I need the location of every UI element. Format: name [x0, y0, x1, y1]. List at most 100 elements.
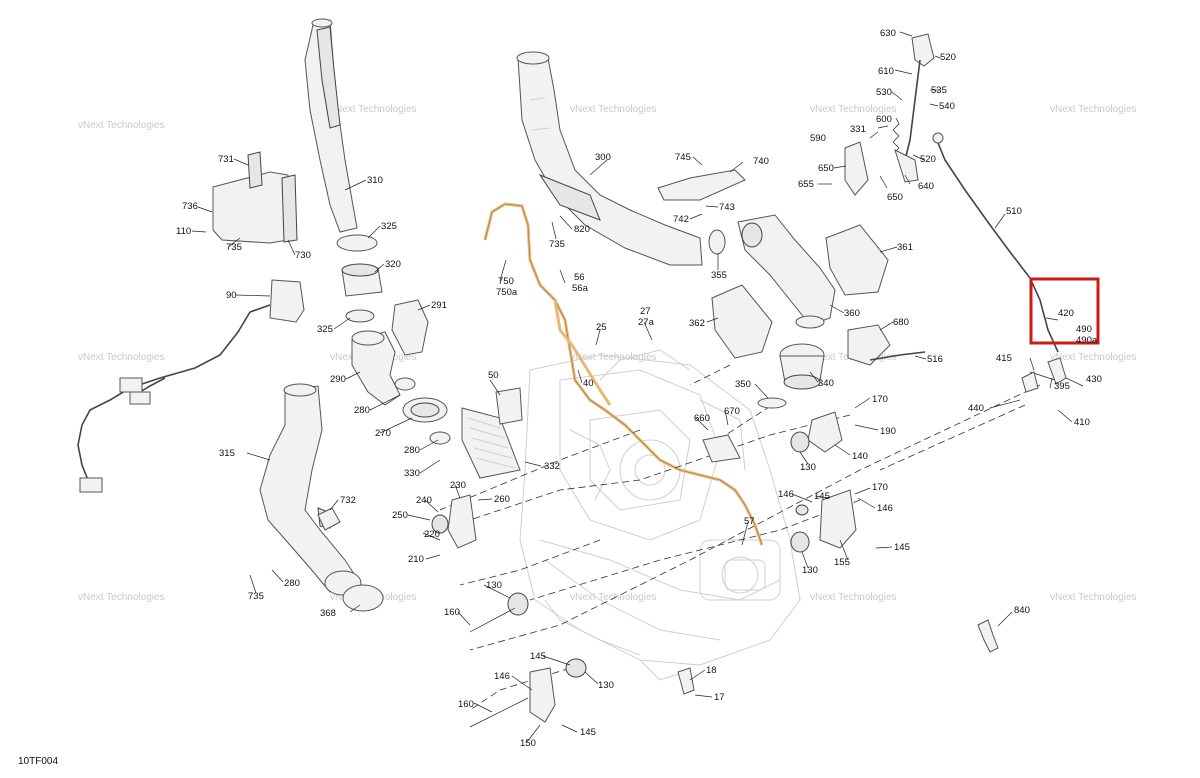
- callout-145b: 145: [894, 542, 910, 553]
- callout-labels: 630 520 610 535 530 540 600 331 590 520 …: [176, 28, 1102, 749]
- watermark: vNext Technologies: [78, 120, 165, 131]
- hose-840: [977, 619, 999, 653]
- heat-shield-361: [825, 224, 889, 296]
- callout-680: 680: [893, 317, 909, 328]
- callout-160: 160: [444, 607, 460, 618]
- watermark: vNext Technologies: [570, 592, 657, 603]
- callout-220: 220: [424, 529, 440, 540]
- callout-291: 291: [431, 300, 447, 311]
- callout-146b: 146: [877, 503, 893, 514]
- bracket-660: [702, 434, 741, 463]
- callout-57: 57: [744, 516, 755, 527]
- callout-270: 270: [375, 428, 391, 439]
- callout-540: 540: [939, 101, 955, 112]
- callout-750: 750: [498, 276, 514, 287]
- callout-650: 650: [818, 163, 834, 174]
- watermark: vNext Technologies: [810, 104, 897, 115]
- callout-25: 25: [596, 322, 607, 333]
- rubber-boot-320: [341, 263, 383, 297]
- watermark: vNext Technologies: [1050, 352, 1137, 363]
- callout-260: 260: [494, 494, 510, 505]
- callout-325: 325: [381, 221, 397, 232]
- bracket-740: [657, 169, 746, 201]
- callout-640: 640: [918, 181, 934, 192]
- bolts: [469, 371, 1056, 728]
- callout-535: 535: [931, 85, 947, 96]
- callout-56: 56: [574, 272, 585, 283]
- lever-17: [677, 667, 695, 695]
- callout-240: 240: [416, 495, 432, 506]
- rod-end-395: [1021, 357, 1067, 393]
- callout-361: 361: [897, 242, 913, 253]
- callout-420: 420: [1058, 308, 1074, 319]
- callout-40: 40: [583, 378, 594, 389]
- hose-clamp-325: [336, 234, 378, 323]
- engine-mount-140: [790, 411, 843, 453]
- callout-610: 610: [878, 66, 894, 77]
- radiator-core: [461, 407, 521, 479]
- callout-736: 736: [182, 201, 198, 212]
- callout-315: 315: [219, 448, 235, 459]
- callout-280b: 280: [404, 445, 420, 456]
- watermark: vNext Technologies: [810, 592, 897, 603]
- callout-660: 660: [694, 413, 710, 424]
- callout-735c: 735: [248, 591, 264, 602]
- wiring-harness: [483, 202, 764, 546]
- callout-735: 735: [549, 239, 565, 250]
- callout-145c: 145: [530, 651, 546, 662]
- callout-520b: 520: [920, 154, 936, 165]
- callout-330: 330: [404, 468, 420, 479]
- callout-731: 731: [218, 154, 234, 165]
- callout-17: 17: [714, 692, 725, 703]
- callout-160b: 160: [458, 699, 474, 710]
- callout-18: 18: [706, 665, 717, 676]
- callout-145d: 145: [580, 727, 596, 738]
- intake-duct-290: [351, 299, 451, 445]
- callout-332: 332: [544, 461, 560, 472]
- callout-230: 230: [450, 480, 466, 491]
- plenum-360: [737, 214, 836, 329]
- callout-170: 170: [872, 394, 888, 405]
- shift-spring-600: [892, 117, 900, 153]
- intake-tube-310: [304, 18, 358, 233]
- callout-650b: 650: [887, 192, 903, 203]
- callout-742: 742: [673, 214, 689, 225]
- callout-155: 155: [834, 557, 850, 568]
- callout-516: 516: [927, 354, 943, 365]
- callout-90: 90: [226, 290, 237, 301]
- air-duct-300: [516, 51, 703, 266]
- callout-430: 430: [1086, 374, 1102, 385]
- callout-146c: 146: [494, 671, 510, 682]
- callout-395: 395: [1054, 381, 1070, 392]
- watermark: vNext Technologies: [78, 592, 165, 603]
- engine-mount-230: [431, 494, 477, 549]
- callout-600: 600: [876, 114, 892, 125]
- bracket-150: [529, 658, 587, 723]
- callout-362: 362: [689, 318, 705, 329]
- callout-130d: 130: [598, 680, 614, 691]
- watermark: vNext Technologies: [330, 104, 417, 115]
- callout-732: 732: [340, 495, 356, 506]
- callout-300: 300: [595, 152, 611, 163]
- engine-block: [519, 349, 801, 681]
- assembly-lines: [439, 364, 1041, 711]
- callout-170b: 170: [872, 482, 888, 493]
- callout-415: 415: [996, 353, 1012, 364]
- callout-350: 350: [735, 379, 751, 390]
- mount-130-rubber: [507, 592, 529, 616]
- watermark: vNext Technologies: [1050, 592, 1137, 603]
- callout-250: 250: [392, 510, 408, 521]
- callout-743: 743: [719, 202, 735, 213]
- callout-320: 320: [385, 259, 401, 270]
- callout-750a: 750a: [496, 287, 518, 298]
- sensor-680: [847, 324, 926, 366]
- callout-340: 340: [818, 378, 834, 389]
- callout-355: 355: [711, 270, 727, 281]
- clamp-368: [342, 584, 384, 612]
- callout-146: 146: [778, 489, 794, 500]
- callout-310: 310: [367, 175, 383, 186]
- callout-280c: 280: [284, 578, 300, 589]
- callout-331: 331: [850, 124, 866, 135]
- leader-lines: [191, 31, 1084, 743]
